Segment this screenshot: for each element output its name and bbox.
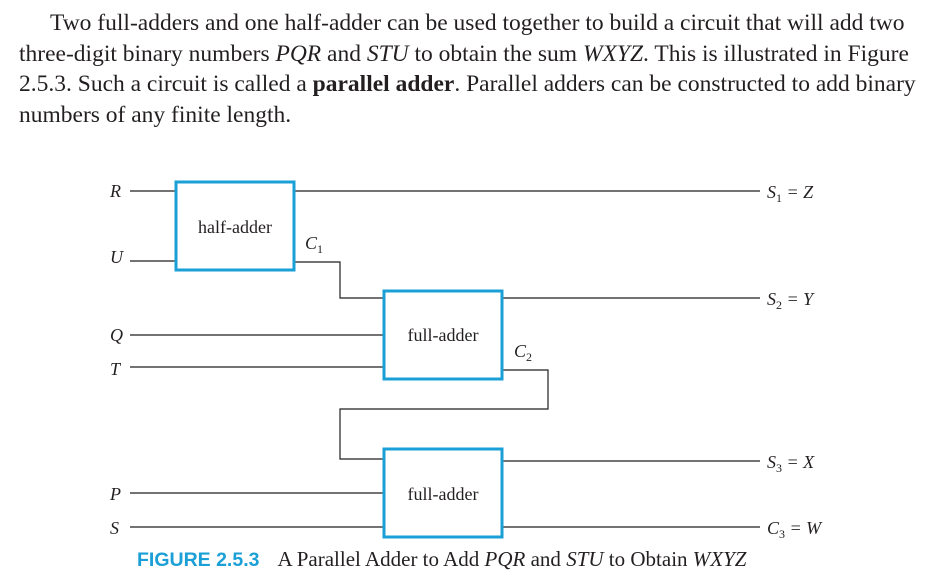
output-label-s1: S1 = Z bbox=[767, 182, 814, 205]
para-text-3: to obtain the sum bbox=[408, 40, 583, 67]
carry-label-c2: C2 bbox=[514, 341, 532, 364]
input-label-r: R bbox=[109, 181, 121, 201]
output-label-c3: C3 = W bbox=[767, 518, 823, 541]
para-stu: STU bbox=[366, 40, 409, 67]
figure-caption: FIGURE 2.5.3 A Parallel Adder to Add PQR … bbox=[137, 547, 746, 572]
wire-c2-carry bbox=[339, 369, 549, 460]
body-paragraph: Two full-adders and one half-adder can b… bbox=[19, 8, 929, 130]
full-adder-2-block bbox=[382, 447, 504, 539]
figure-label: FIGURE 2.5.3 bbox=[137, 549, 260, 571]
input-label-s: S bbox=[110, 518, 119, 538]
full-adder-1-label: full-adder bbox=[408, 325, 479, 345]
full-adder-2-label: full-adder bbox=[408, 484, 479, 504]
wire-c1-carry bbox=[294, 261, 384, 299]
para-text-2: and bbox=[321, 40, 367, 67]
para-text-1: Two full-adders and one half-adder can b… bbox=[19, 10, 905, 67]
output-label-s2: S2 = Y bbox=[767, 289, 815, 312]
para-wxyz: WXYZ bbox=[582, 40, 644, 67]
para-term-parallel-adder: parallel adder bbox=[312, 71, 455, 97]
para-text-4: . This is illustrated in Figure 2.5.3. S… bbox=[19, 40, 909, 98]
output-label-s3: S3 = X bbox=[767, 452, 815, 475]
carry-label-c1: C1 bbox=[305, 233, 323, 256]
adder-blocks bbox=[174, 180, 504, 539]
input-label-u: U bbox=[110, 247, 124, 267]
half-adder-label: half-adder bbox=[198, 217, 272, 237]
input-label-p: P bbox=[109, 484, 121, 504]
para-text-5: . Parallel adders can be constructed to … bbox=[19, 71, 916, 128]
input-label-q: Q bbox=[110, 325, 123, 345]
full-adder-1-block bbox=[382, 289, 504, 381]
para-pqr: PQR bbox=[275, 40, 322, 67]
input-label-t: T bbox=[110, 359, 122, 379]
half-adder-block bbox=[174, 180, 296, 272]
caption-text: A Parallel Adder to Add PQR and STU to O… bbox=[277, 547, 747, 571]
